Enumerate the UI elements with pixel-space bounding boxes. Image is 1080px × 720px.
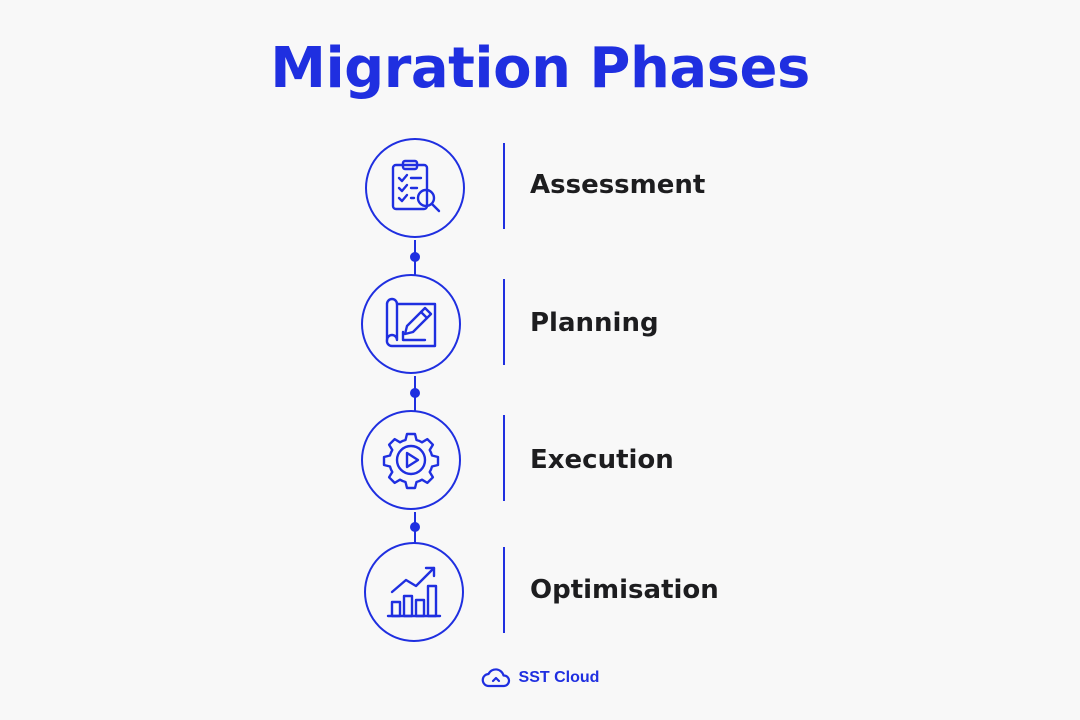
timeline-dot	[410, 522, 420, 532]
phase-divider	[503, 547, 505, 633]
phase-divider	[503, 143, 505, 229]
phase-execution-circle	[361, 410, 461, 510]
phase-planning-circle	[361, 274, 461, 374]
clipboard-search-icon	[391, 159, 441, 213]
phase-optimisation-circle	[364, 542, 464, 642]
brand-footer: SST Cloud	[0, 668, 1080, 688]
phase-divider	[503, 415, 505, 501]
phase-label-planning: Planning	[530, 308, 659, 338]
cloud-logo-icon	[481, 668, 510, 688]
timeline-dot	[410, 388, 420, 398]
growth-chart-icon	[386, 566, 442, 618]
phase-divider	[503, 279, 505, 365]
page-title: Migration Phases	[270, 36, 810, 101]
timeline-dot	[410, 252, 420, 262]
brand-name: SST Cloud	[518, 669, 600, 686]
phase-label-assessment: Assessment	[530, 170, 706, 200]
blueprint-pencil-icon	[385, 297, 437, 348]
phase-assessment-circle	[365, 138, 465, 238]
phase-label-optimisation: Optimisation	[530, 575, 719, 605]
phase-label-execution: Execution	[530, 445, 674, 475]
gear-play-icon	[382, 432, 440, 490]
